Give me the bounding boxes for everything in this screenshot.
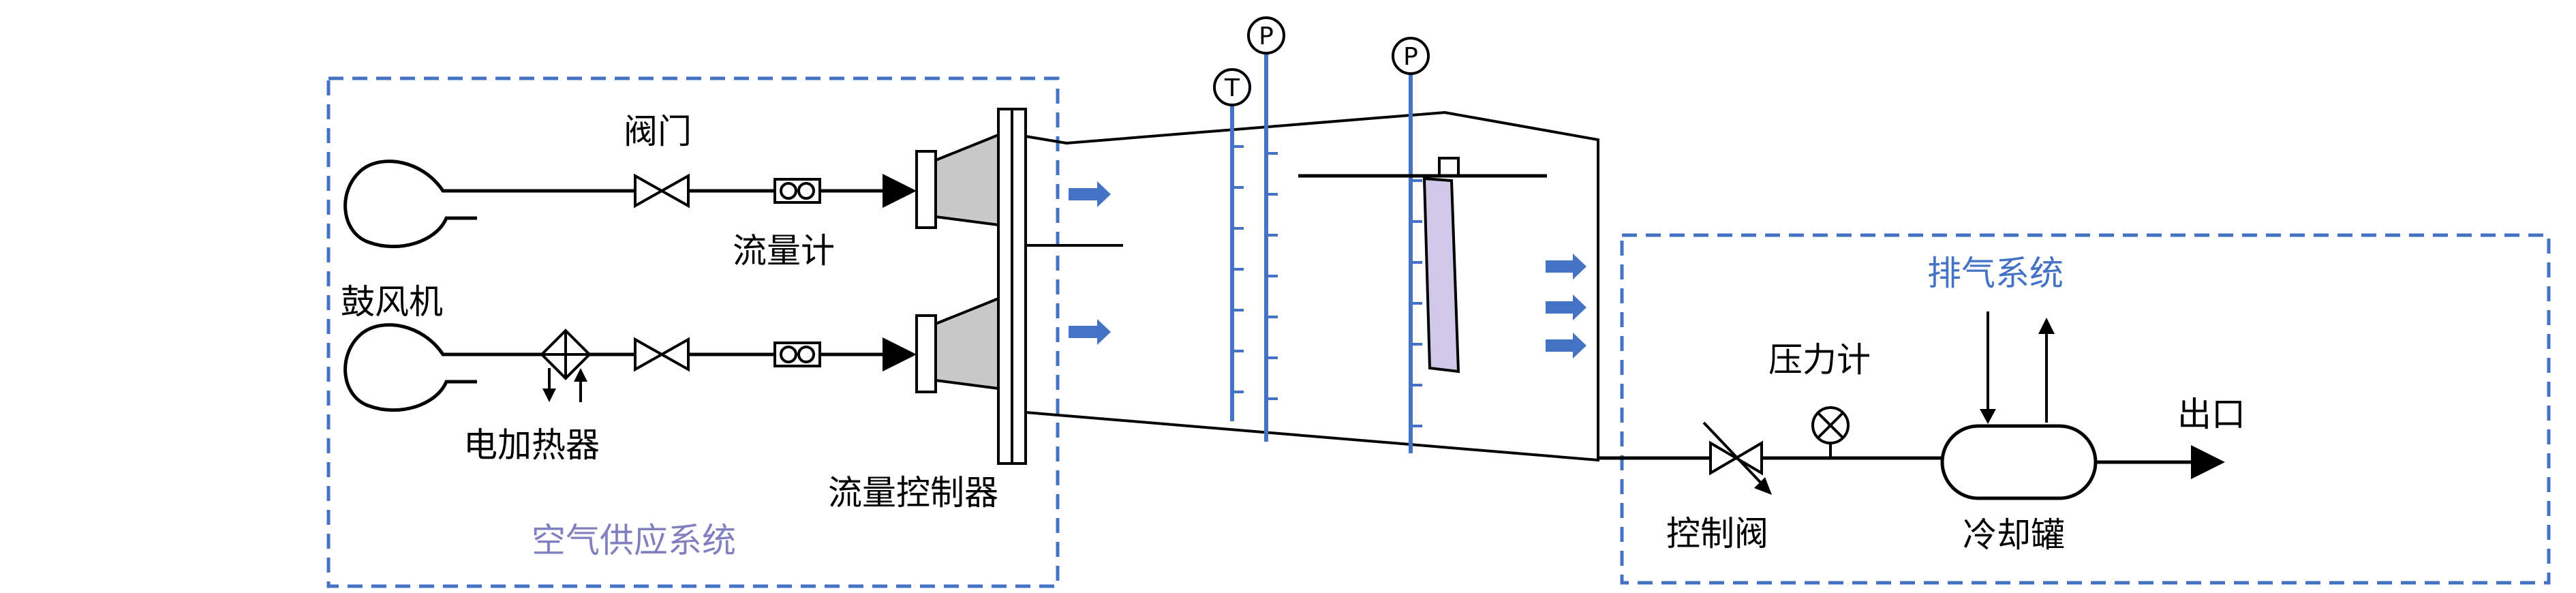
pressure-gauge-1: P [1247,16,1285,55]
test-plate [1298,157,1547,374]
pressure-probe-1 [1264,53,1278,442]
blower-label: 鼓风机 [341,282,443,322]
flow-controller-inlet-top [915,133,1000,229]
gate-valve-icon [634,173,690,209]
air-supply-system-title: 空气供应系统 [532,521,736,560]
pressure-gauge-2-letter: P [1403,43,1418,71]
cooling-tank-label: 冷却罐 [1963,515,2065,555]
pressure-gauge-icon [1811,406,1850,458]
blower-icon [343,323,477,412]
temperature-probe [1230,104,1244,421]
outlet-label: 出口 [2177,395,2245,434]
flow-meter-icon [773,178,821,204]
electric-heater-label: 电加热器 [463,425,600,465]
gate-valve-icon [634,337,690,372]
flow-meter-label: 流量计 [733,231,835,271]
pressure-gauge-label: 压力计 [1768,340,1871,380]
exhaust-system-title: 排气系统 [1927,254,2064,293]
flow-arrow-icon [1069,181,1586,359]
flow-controller-flange [997,108,1027,465]
valve-label: 阀门 [624,112,692,151]
heater-icon [540,329,592,402]
pressure-gauge-1-letter: P [1259,22,1274,50]
cooling-tank-icon [1940,311,2098,500]
control-valve-icon [1702,421,1772,495]
air-supply-system-box [326,76,1060,588]
temperature-gauge: T [1213,68,1251,106]
control-valve-label: 控制阀 [1666,514,1768,553]
flow-controller-inlet-bottom [915,296,1000,393]
pressure-probe-2 [1409,74,1422,453]
test-chamber [1025,110,1599,462]
temperature-gauge-letter: T [1224,74,1240,102]
pressure-gauge-2: P [1392,37,1430,75]
flow-controller-label: 流量控制器 [828,473,998,513]
blower-icon [343,159,477,249]
flow-meter-icon [773,341,821,367]
exhaust-system-box [1620,233,2551,585]
